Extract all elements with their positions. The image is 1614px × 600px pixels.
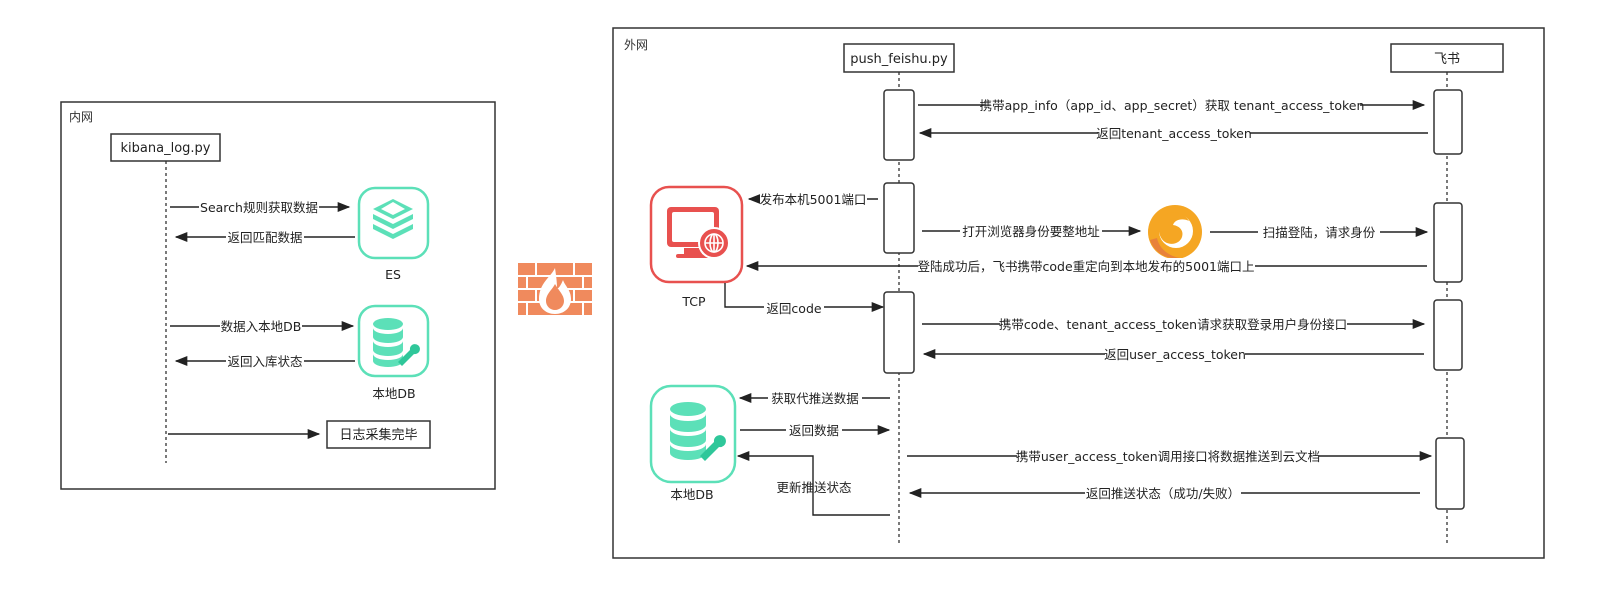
stack-layers-icon xyxy=(357,186,430,260)
database-wrench-icon xyxy=(357,304,430,378)
tcp-caption: TCP xyxy=(681,294,706,309)
feishu-lifeline-label: 飞书 xyxy=(1434,52,1460,67)
left-db-caption: 本地DB xyxy=(372,386,415,401)
monitor-globe-icon xyxy=(649,185,744,284)
feishu-activation-4 xyxy=(1435,437,1465,510)
feishu-activation-2 xyxy=(1433,202,1463,283)
arrow-get-user-label: 携带code、tenant_access_token请求获取登录用户身份接口 xyxy=(999,317,1347,332)
arrow-return-code-label: 返回code xyxy=(766,301,821,316)
kibana-lifeline-label: kibana_log.py xyxy=(121,141,211,156)
push-activation-3 xyxy=(883,291,915,374)
arrow-redirect-label: 登陆成功后，飞书携带code重定向到本地发布的5001端口上 xyxy=(918,259,1255,274)
right-frame: 外网 push_feishu.py 飞书 携带app_info（app_id、a… xyxy=(612,27,1545,559)
push-activation-2 xyxy=(883,182,915,254)
es-caption: ES xyxy=(385,267,401,282)
left-frame: 内网 kibana_log.py ES Search规则获取数据 返回匹配数据 xyxy=(60,101,496,490)
arrow-return-match-label: 返回匹配数据 xyxy=(227,230,302,245)
push-lifeline-box xyxy=(843,43,955,73)
feishu-activation-1 xyxy=(1433,89,1463,155)
arrow-get-tenant-label: 携带app_info（app_id、app_secret）获取 tenant_a… xyxy=(980,98,1365,113)
arrow-update-status xyxy=(736,450,890,516)
arrow-open-browser-label: 打开浏览器身份要整地址 xyxy=(962,224,1100,239)
push-lifeline-label: push_feishu.py xyxy=(850,52,948,67)
right-frame-label: 外网 xyxy=(624,38,648,52)
feishu-lifeline-box xyxy=(1390,43,1504,73)
arrow-return-push-label: 返回推送状态（成功/失败） xyxy=(1086,486,1240,501)
arrow-publish-port-label: 发布本机5001端口 xyxy=(760,192,867,207)
arrow-insert-db-label: 数据入本地DB xyxy=(221,319,302,334)
arrow-fetch-data-label: 获取代推送数据 xyxy=(771,391,859,406)
firefox-icon xyxy=(1148,205,1202,259)
arrow-return-status-label: 返回入库状态 xyxy=(227,354,302,369)
arrow-update-status-label: 更新推送状态 xyxy=(776,480,851,495)
done-box-label: 日志采集完毕 xyxy=(339,427,417,443)
push-activation-1 xyxy=(883,89,915,161)
arrow-return-tenant-label: 返回tenant_access_token xyxy=(1096,126,1252,141)
right-db-caption: 本地DB xyxy=(670,487,713,502)
arrow-return-data-label: 返回数据 xyxy=(789,423,839,438)
arrow-return-code xyxy=(724,283,885,313)
arrow-search-label: Search规则获取数据 xyxy=(200,200,318,215)
done-box xyxy=(326,420,431,449)
left-frame-label: 内网 xyxy=(69,110,93,124)
arrow-push-doc-label: 携带user_access_token调用接口将数据推送到云文档 xyxy=(1016,449,1320,464)
arrow-return-user-label: 返回user_access_token xyxy=(1104,347,1246,362)
database-wrench-icon-right xyxy=(649,384,737,484)
arrow-scan-login-label: 扫描登陆，请求身份 xyxy=(1263,225,1376,240)
feishu-activation-3 xyxy=(1433,299,1463,371)
firewall-icon xyxy=(518,263,592,315)
